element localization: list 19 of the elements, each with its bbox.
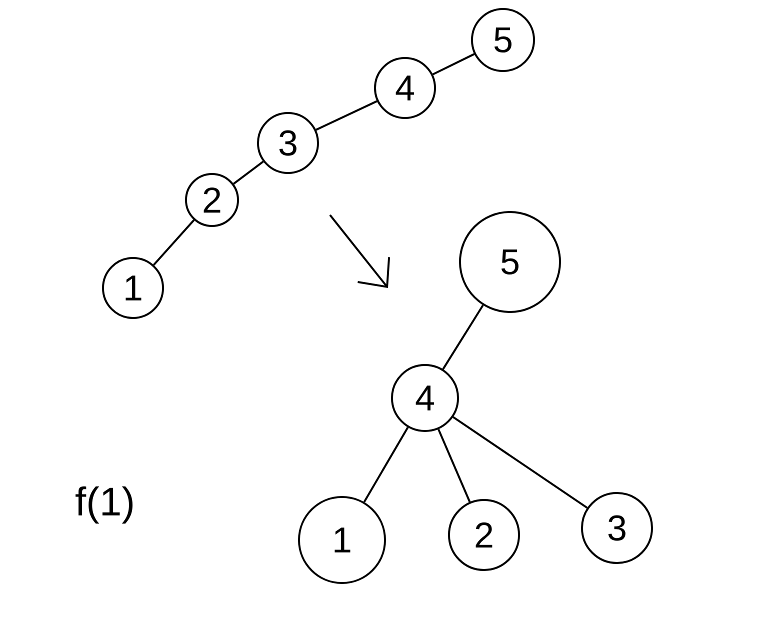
tree-node: 5 [471, 8, 535, 72]
tree-edge [438, 428, 471, 502]
tree-node: 1 [102, 257, 164, 319]
tree-edge [152, 219, 195, 266]
tree-edge [432, 53, 475, 76]
tree-node: 2 [448, 499, 520, 571]
tree-node: 3 [257, 112, 319, 174]
tree-node: 4 [391, 364, 459, 432]
tree-edge [233, 160, 264, 185]
tree-edge [316, 100, 378, 131]
function-label: f(1) [76, 486, 133, 524]
tree-node: 4 [374, 57, 436, 119]
tree-node: 2 [185, 173, 239, 227]
tree-node: 5 [459, 211, 561, 313]
tree-edge [442, 304, 484, 370]
tree-node: 3 [581, 492, 653, 564]
tree-node: 1 [298, 496, 386, 584]
tree-edge [452, 416, 588, 509]
tree-edge [363, 426, 409, 503]
